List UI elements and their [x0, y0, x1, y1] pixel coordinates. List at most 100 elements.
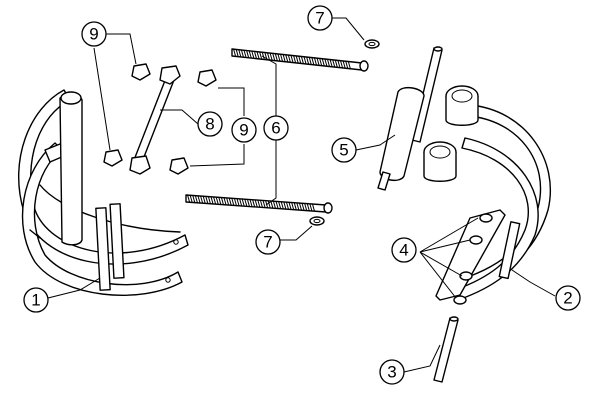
- thread-line: [303, 56, 307, 65]
- leader-8: [160, 109, 199, 125]
- thread-line: [187, 195, 191, 203]
- thread-line: [200, 195, 204, 204]
- thread-line: [194, 195, 198, 203]
- thread-line: [251, 51, 255, 59]
- link-rod-hex-bottom: [129, 155, 151, 175]
- thread-line: [300, 56, 304, 64]
- thread-line: [340, 60, 344, 69]
- washer-hole-3: [459, 271, 473, 281]
- thread-line: [239, 198, 243, 206]
- thread-line: [306, 57, 310, 65]
- thread-line: [293, 202, 297, 210]
- thread-line: [249, 199, 253, 207]
- thread-line: [306, 203, 310, 211]
- left-clamp-post-top: [60, 91, 82, 105]
- washer-hole-4: [453, 295, 467, 305]
- thread-line: [267, 200, 271, 208]
- thread-line: [223, 197, 227, 205]
- thread-line: [311, 203, 315, 211]
- thread-line: [262, 200, 266, 208]
- thread-line: [301, 202, 305, 211]
- thread-line: [254, 199, 258, 207]
- thread-line: [319, 58, 323, 66]
- thread-line: [342, 61, 346, 69]
- callout-7-lower: 7: [255, 229, 281, 255]
- callout-7-upper: 7: [307, 5, 333, 31]
- thread-line: [240, 49, 244, 58]
- thread-line: [235, 49, 239, 57]
- thread-line: [274, 53, 278, 61]
- thread-line: [192, 195, 196, 203]
- thread-line: [259, 51, 263, 60]
- part-6-threaded-rods: [185, 48, 369, 214]
- roller-shaft-top: [433, 46, 443, 52]
- part-8-link-rod: [129, 65, 181, 175]
- washer-lower-bore: [313, 218, 321, 224]
- left-clamp-middle-rib: [39, 184, 181, 233]
- rod-lower-eye: [323, 202, 333, 214]
- rod-threads: [187, 49, 351, 211]
- thread-line: [316, 58, 320, 66]
- thread-line: [259, 200, 263, 208]
- right-clamp-sleeve-top-bore: [451, 89, 473, 103]
- svg-text:7: 7: [263, 233, 272, 252]
- thread-line: [243, 50, 247, 58]
- thread-line: [253, 51, 257, 59]
- thread-line: [202, 196, 206, 204]
- svg-text:2: 2: [563, 289, 572, 308]
- part-5-roller: [377, 46, 443, 191]
- right-clamp-sleeve-bottom: [423, 152, 457, 182]
- washer-lower: [309, 216, 325, 226]
- leader-5: [355, 134, 396, 151]
- thread-line: [287, 55, 291, 63]
- leader-6: [261, 55, 277, 206]
- thread-line: [295, 55, 299, 64]
- thread-line: [291, 202, 295, 210]
- thread-line: [324, 59, 328, 67]
- svg-text:1: 1: [31, 291, 40, 310]
- thread-line: [275, 201, 279, 209]
- thread-line: [304, 203, 308, 211]
- svg-text:4: 4: [399, 241, 408, 260]
- thread-line: [334, 60, 338, 68]
- svg-text:8: 8: [205, 115, 214, 134]
- leader-9b: [189, 87, 245, 167]
- thread-line: [332, 59, 336, 68]
- thread-line: [321, 58, 325, 67]
- thread-line: [280, 201, 284, 209]
- thread-line: [298, 202, 302, 211]
- roller-stub: [377, 171, 391, 191]
- callout-1: 1: [23, 287, 49, 313]
- thread-line: [226, 197, 230, 206]
- right-clamp-mount-plate: [435, 209, 506, 301]
- part-7-washers: [309, 39, 380, 226]
- thread-line: [272, 53, 276, 61]
- thread-line: [285, 54, 289, 63]
- svg-text:3: 3: [387, 363, 396, 382]
- leader-1: [47, 277, 101, 299]
- thread-line: [233, 198, 237, 206]
- thread-line: [197, 195, 201, 204]
- thread-line: [313, 57, 317, 66]
- thread-line: [293, 55, 297, 63]
- link-rod-body: [133, 77, 175, 163]
- nut-1: [131, 63, 151, 81]
- thread-line: [248, 50, 252, 59]
- part-2-right-clamp: [423, 85, 551, 305]
- thread-line: [267, 52, 271, 61]
- leader-7b: [280, 225, 313, 241]
- svg-text:6: 6: [271, 119, 280, 138]
- thread-line: [241, 198, 245, 207]
- right-clamp-side-plate: [498, 221, 521, 280]
- thread-line: [233, 49, 237, 57]
- thread-line: [277, 53, 281, 62]
- thread-line: [288, 202, 292, 210]
- washer-upper-bore: [368, 41, 376, 47]
- thread-line: [337, 60, 341, 68]
- thread-line: [329, 59, 333, 67]
- thread-line: [282, 54, 286, 62]
- thread-line: [213, 196, 217, 205]
- nut-2: [197, 69, 217, 87]
- thread-line: [285, 201, 289, 210]
